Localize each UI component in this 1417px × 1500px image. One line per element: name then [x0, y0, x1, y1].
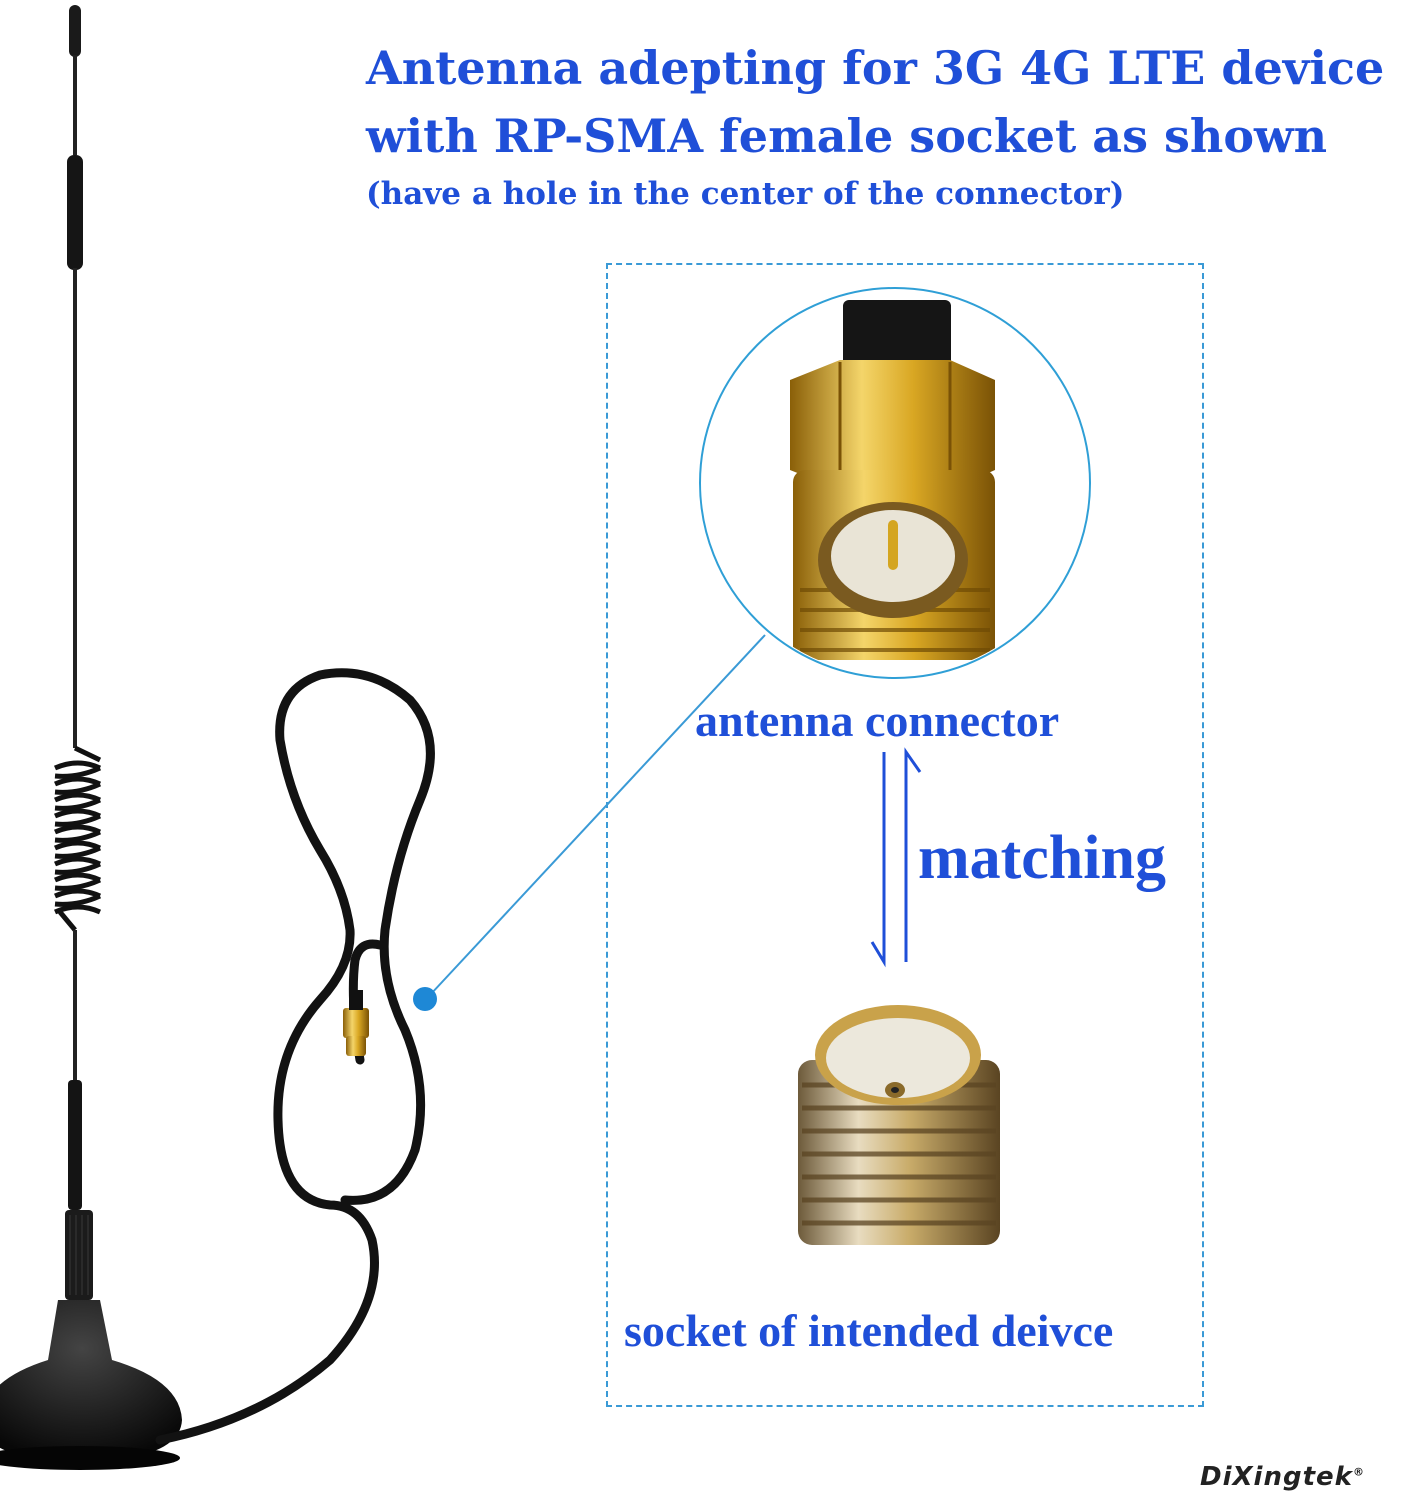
heading-line-2: with RP-SMA female socket as shown	[366, 109, 1328, 163]
brand-name: DiXingtek	[1200, 1462, 1353, 1492]
coil-spring	[54, 745, 102, 932]
antenna-connector-label: antenna connector	[695, 695, 1060, 746]
magnetic-base	[0, 1300, 182, 1470]
matching-arrows	[870, 747, 922, 968]
brand-logo: DiXingtek®	[1200, 1462, 1365, 1492]
heading-line-1: Antenna adepting for 3G 4G LTE device	[366, 41, 1385, 95]
page-heading: Antenna adepting for 3G 4G LTE device wi…	[366, 34, 1406, 218]
callout-line	[429, 634, 766, 996]
registered-mark: ®	[1352, 1465, 1365, 1479]
sma-male-connector	[790, 300, 995, 660]
callout-dot	[413, 987, 437, 1011]
socket-label: socket of intended deivce	[624, 1305, 1114, 1356]
antenna-whip	[54, 5, 102, 1300]
cable-sma-connector	[343, 990, 369, 1056]
sma-female-socket	[798, 1005, 1000, 1245]
comparison-box	[606, 263, 1204, 1407]
heading-note: (have a hole in the center of the connec…	[366, 176, 1125, 212]
coax-cable	[155, 668, 435, 1445]
matching-label: matching	[918, 824, 1166, 892]
